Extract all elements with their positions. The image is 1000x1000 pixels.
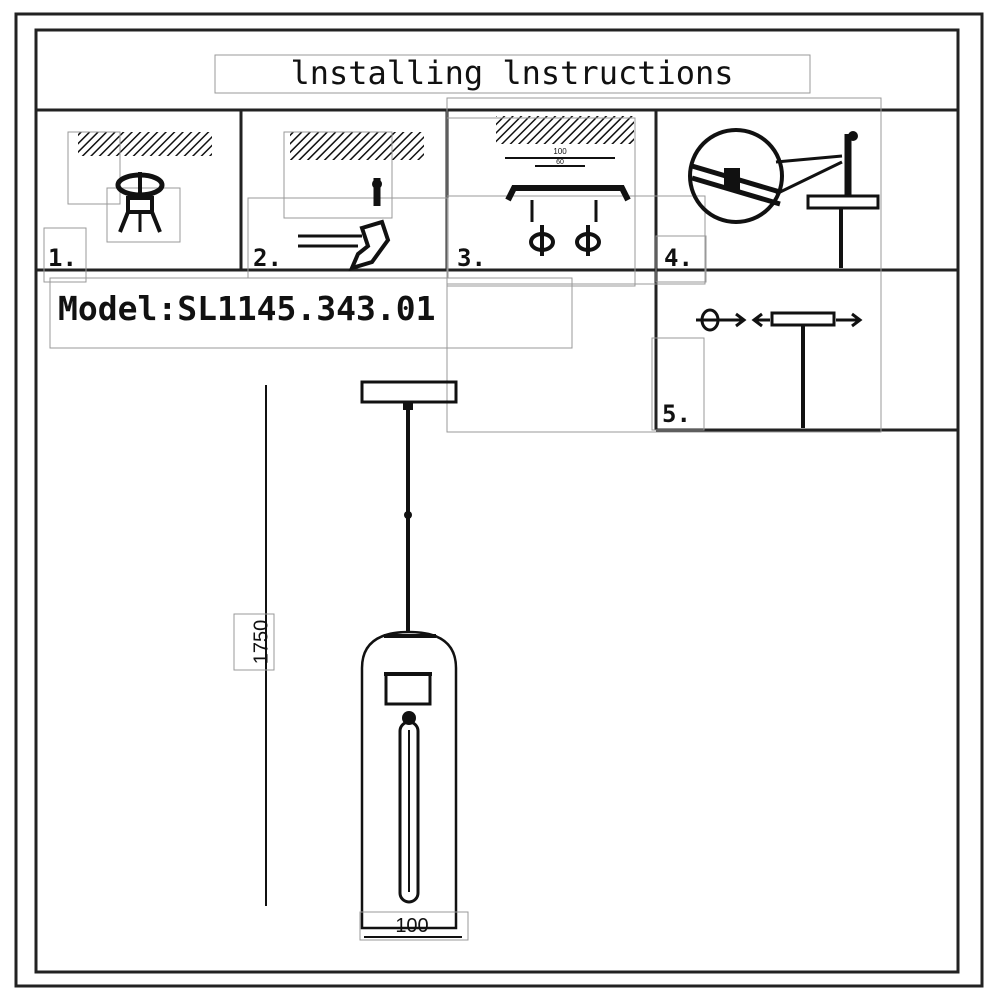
annotation-box [49, 277, 573, 349]
step-2-number: 2. [253, 244, 282, 272]
step-3-spacing-top: 100 [553, 147, 567, 156]
hand-icon [348, 219, 391, 272]
annotation-box [283, 131, 393, 219]
annotation-box [106, 187, 181, 243]
annotation-box [359, 911, 469, 941]
tube-bulb [398, 720, 420, 904]
ceiling-hatch [78, 132, 212, 156]
step-3-number: 3. [457, 244, 486, 272]
annotation-box [651, 337, 705, 431]
step-5-number: 5. [662, 400, 691, 428]
title-box [214, 54, 811, 94]
lamp-socket [384, 672, 432, 706]
step-3-spacing-bottom: 60 [556, 159, 564, 166]
canopy [770, 311, 836, 327]
canopy [806, 194, 880, 210]
annotation-box [446, 195, 706, 285]
annotation-box [233, 613, 275, 671]
mounting-bracket [505, 185, 631, 202]
step-3-illustration: 100 60 [446, 97, 882, 433]
screw-icon [529, 232, 555, 252]
screw-icon [575, 232, 601, 252]
step-1-number: 1. [48, 244, 77, 272]
step-4-number: 4. [664, 244, 693, 272]
annotation-box [67, 131, 121, 205]
pendant-canopy [360, 380, 458, 404]
annotation-box [655, 235, 707, 283]
model-number: Model:SL1145.343.01 [58, 289, 436, 328]
ceiling-hatch [496, 116, 634, 144]
annotation-box [43, 227, 87, 283]
height-dimension-label: 1750 [250, 620, 272, 665]
ceiling-hatch [290, 132, 424, 160]
bracket-body [126, 196, 154, 214]
outer-frame [14, 12, 984, 988]
width-dimension-label: 100 [395, 915, 428, 937]
wire-detail-circle [688, 128, 784, 224]
step-5-illustration [696, 308, 863, 428]
glass-shade [360, 630, 458, 930]
inner-frame [34, 28, 960, 974]
step-4-illustration [688, 128, 880, 268]
pendant-lamp-drawing [360, 380, 458, 930]
step-1-illustration [67, 131, 212, 243]
page-title: lnstalling lnstructions [290, 54, 733, 92]
step-2-illustration [247, 131, 449, 279]
